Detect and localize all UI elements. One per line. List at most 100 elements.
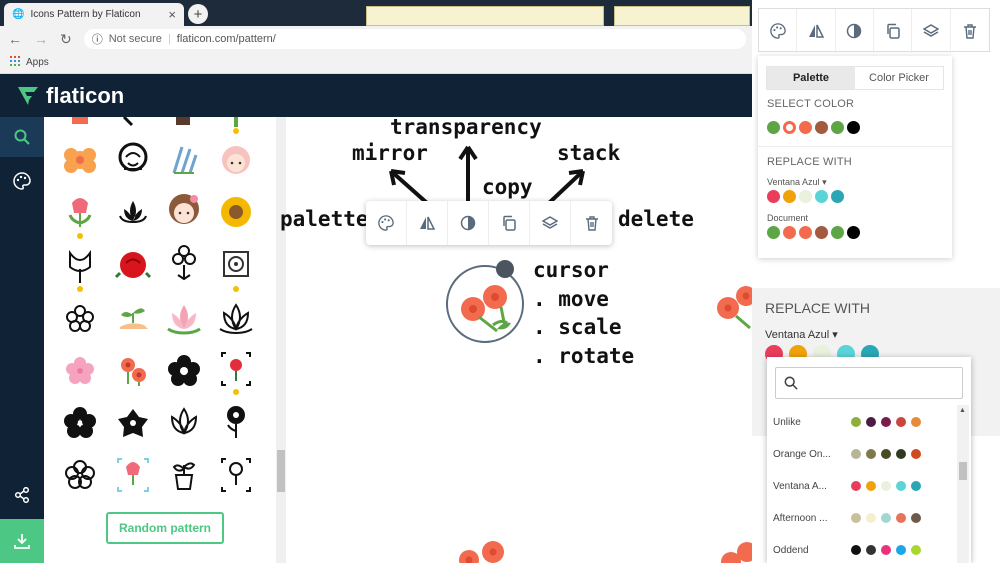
apps-bookmark[interactable]: Apps <box>26 57 49 68</box>
flaticon-logo-icon[interactable] <box>16 85 40 107</box>
color-swatch[interactable] <box>783 121 796 134</box>
color-swatch[interactable] <box>851 513 861 523</box>
color-swatch[interactable] <box>799 190 812 203</box>
color-swatch[interactable] <box>911 481 921 491</box>
color-swatch[interactable] <box>881 545 891 555</box>
color-swatch[interactable] <box>767 190 780 203</box>
blossom-outline-icon[interactable] <box>65 460 95 489</box>
scroll-up-icon[interactable]: ▲ <box>959 407 966 414</box>
black-pentaflower-icon[interactable] <box>118 409 148 437</box>
delete-tool[interactable] <box>571 201 612 245</box>
selected-tulip-icon[interactable] <box>117 458 149 492</box>
color-swatch[interactable] <box>896 545 906 555</box>
dropdown-scrollbar[interactable] <box>957 405 969 563</box>
color-swatch[interactable] <box>881 449 891 459</box>
stack-tool[interactable] <box>530 201 571 245</box>
transparency-tool[interactable] <box>448 201 489 245</box>
palette-tool[interactable] <box>759 9 798 53</box>
black-flower-icon[interactable] <box>168 355 200 386</box>
palette-select[interactable]: Ventana Azul ▾ <box>765 329 838 341</box>
share-tool-button[interactable] <box>0 475 44 515</box>
mirror-tool[interactable] <box>407 201 448 245</box>
color-swatch[interactable] <box>911 449 921 459</box>
palette-search-input[interactable] <box>775 367 963 399</box>
color-swatch[interactable] <box>896 513 906 523</box>
girl-hair-icon[interactable] <box>169 194 199 224</box>
color-swatch[interactable] <box>851 449 861 459</box>
pattern-canvas[interactable] <box>287 117 752 563</box>
color-swatch[interactable] <box>866 417 876 427</box>
ventana-swatches[interactable] <box>767 190 844 203</box>
color-swatch[interactable] <box>851 417 861 427</box>
color-swatch[interactable] <box>831 226 844 239</box>
tulip-outline-icon[interactable] <box>69 249 91 292</box>
lotus-outline-icon[interactable] <box>219 303 253 335</box>
download-button[interactable] <box>0 519 44 563</box>
lotus-silhouette-icon[interactable] <box>119 201 147 224</box>
lotus-line-icon[interactable] <box>170 407 198 435</box>
color-swatch[interactable] <box>815 121 828 134</box>
reload-icon[interactable]: ↻ <box>60 30 72 47</box>
flower-outline-icon[interactable] <box>66 305 94 332</box>
color-swatch[interactable] <box>847 121 860 134</box>
rotate-handle[interactable] <box>496 260 514 278</box>
color-swatch[interactable] <box>896 417 906 427</box>
color-swatch[interactable] <box>896 481 906 491</box>
black-blossom-icon[interactable] <box>64 407 96 438</box>
color-swatch[interactable] <box>815 226 828 239</box>
color-swatch[interactable] <box>881 513 891 523</box>
icons-scrollbar-thumb[interactable] <box>277 450 285 492</box>
color-swatch[interactable] <box>847 226 860 239</box>
sunflower-icon[interactable] <box>221 197 251 227</box>
new-tab-button[interactable]: + <box>188 4 208 24</box>
dropdown-scrollbar-thumb[interactable] <box>959 462 967 480</box>
red-rose-icon[interactable] <box>114 252 152 279</box>
copy-tool[interactable] <box>874 9 913 53</box>
stack-tool[interactable] <box>912 9 951 53</box>
palette-option[interactable]: Unlike <box>773 412 955 432</box>
bouquet-outline-icon[interactable] <box>172 245 196 281</box>
color-swatch[interactable] <box>799 226 812 239</box>
lavender-icon[interactable] <box>172 146 198 174</box>
color-swatch[interactable] <box>783 226 796 239</box>
color-swatch[interactable] <box>831 121 844 134</box>
color-swatch[interactable] <box>767 226 780 239</box>
icons-scrollbar[interactable] <box>276 117 286 563</box>
rose-frame-outline-icon[interactable] <box>221 458 251 492</box>
palette-option[interactable]: Orange On... <box>773 444 955 464</box>
color-swatch[interactable] <box>911 513 921 523</box>
color-swatch[interactable] <box>851 545 861 555</box>
color-swatch[interactable] <box>851 481 861 491</box>
color-swatch[interactable] <box>881 417 891 427</box>
color-swatch[interactable] <box>866 481 876 491</box>
color-swatch[interactable] <box>815 190 828 203</box>
pink-blossom-icon[interactable] <box>66 357 94 384</box>
apps-grid-icon[interactable] <box>10 56 20 69</box>
tulip-icon[interactable] <box>68 198 92 239</box>
delete-tool[interactable] <box>951 9 989 53</box>
mandala-frame-icon[interactable] <box>223 251 249 292</box>
browser-tab[interactable]: 🌐 Icons Pattern by Flaticon × <box>4 3 184 26</box>
palette-option[interactable]: Oddend <box>773 540 955 560</box>
back-icon[interactable]: ← <box>8 31 22 47</box>
color-swatch[interactable] <box>866 545 876 555</box>
pink-lotus-icon[interactable] <box>167 305 201 335</box>
color-swatch[interactable] <box>911 545 921 555</box>
copy-tool[interactable] <box>489 201 530 245</box>
color-swatch[interactable] <box>799 121 812 134</box>
palette-name-ventana[interactable]: Ventana Azul ▾ <box>767 177 827 187</box>
random-pattern-button[interactable]: Random pattern <box>106 512 224 544</box>
color-swatch[interactable] <box>831 190 844 203</box>
close-tab-icon[interactable]: × <box>168 7 176 22</box>
color-swatch[interactable] <box>896 449 906 459</box>
transparency-tool[interactable] <box>836 9 875 53</box>
selected-rose-frame-icon[interactable] <box>221 352 251 395</box>
color-swatch[interactable] <box>866 449 876 459</box>
palette-option[interactable]: Afternoon ... <box>773 508 955 528</box>
forward-icon[interactable]: → <box>34 31 48 47</box>
url-field[interactable]: ⓘ Not secure | flaticon.com/pattern/ <box>83 29 746 49</box>
flower-stem-icon[interactable] <box>227 406 245 438</box>
palette-option[interactable]: Ventana A... <box>773 476 955 496</box>
selected-flower-element[interactable] <box>445 255 525 350</box>
orange-flower-icon[interactable] <box>64 148 96 173</box>
